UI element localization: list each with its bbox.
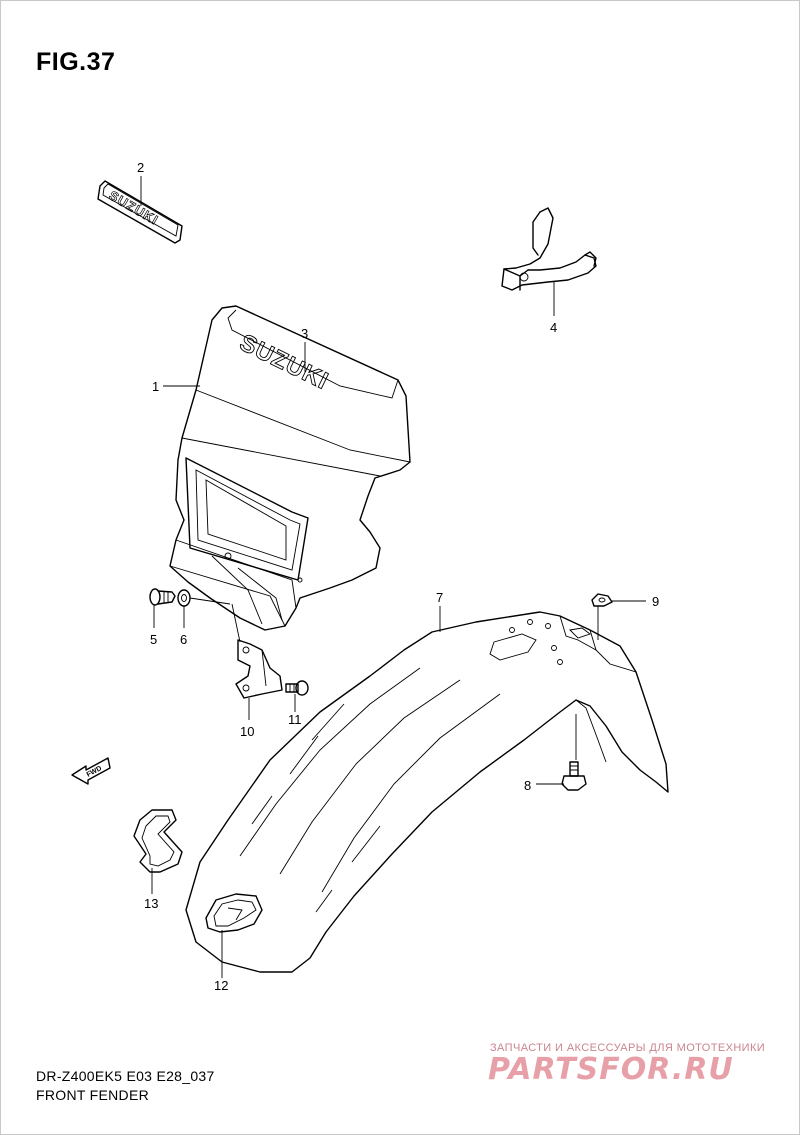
callout-9: 9 (652, 594, 659, 609)
part-13-s-emblem (133, 809, 183, 873)
part-1-headlight-cover: SUZUKI (169, 305, 411, 631)
callout-13: 13 (144, 896, 158, 911)
part-7-front-fender (185, 611, 669, 973)
callout-6: 6 (180, 632, 187, 647)
part-6-washer (177, 589, 191, 607)
emblem-3-text: SUZUKI (235, 329, 333, 395)
watermark-logo: PARTSFOR.RU (488, 1052, 734, 1087)
callout-7: 7 (436, 590, 443, 605)
part-4-clamp (501, 207, 597, 291)
fwd-arrow-icon: FWD (71, 757, 111, 785)
callout-1: 1 (152, 379, 159, 394)
part-2-emblem: SUZUKI (97, 180, 183, 244)
watermark-tagline: ЗАПЧАСТИ И АКСЕССУАРЫ ДЛЯ МОТОТЕХНИКИ (490, 1042, 766, 1054)
callout-10: 10 (240, 724, 254, 739)
callout-2: 2 (137, 160, 144, 175)
emblem-2-text: SUZUKI (107, 188, 162, 228)
figure-title: FIG.37 (36, 48, 116, 76)
callout-numbers: 2 3 1 4 5 6 7 8 9 10 11 12 13 (137, 160, 659, 993)
callout-4: 4 (550, 320, 557, 335)
leader-lines (140, 176, 646, 978)
part-8-bolt (561, 761, 587, 791)
part-11-bolt (285, 680, 309, 696)
callout-12: 12 (214, 978, 228, 993)
part-10-bracket (235, 639, 283, 699)
part-5-bolt (149, 588, 176, 606)
callout-3: 3 (301, 326, 308, 341)
callout-8: 8 (524, 778, 531, 793)
part-12-s-emblem (205, 893, 263, 933)
callout-11: 11 (288, 712, 302, 727)
callout-5: 5 (150, 632, 157, 647)
section-name: FRONT FENDER (36, 1087, 150, 1103)
part-9-nut (591, 593, 613, 607)
model-code: DR-Z400EK5 E03 E28_037 (36, 1068, 215, 1084)
